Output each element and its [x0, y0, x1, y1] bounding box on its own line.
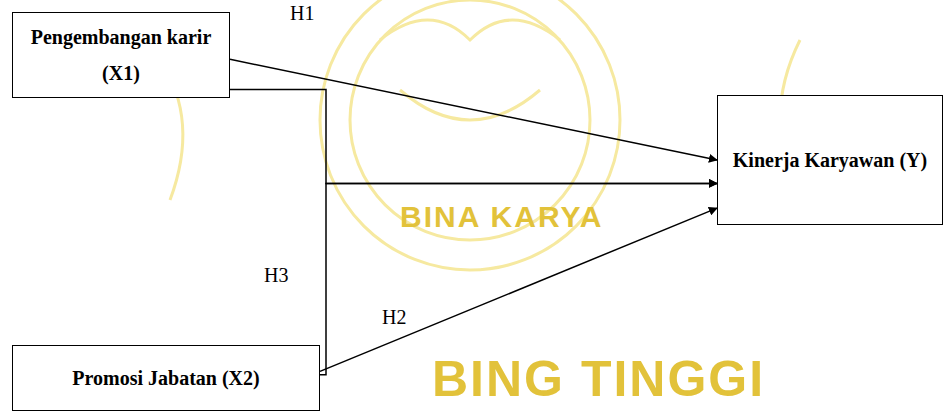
- hypothesis-label: H3: [262, 264, 290, 287]
- joint-effect-arrow: [230, 89, 717, 183]
- variable-box: Promosi Jabatan (X2): [12, 345, 320, 411]
- emblem-leaf: [400, 90, 540, 120]
- variable-name: Kinerja Karyawan (Y): [733, 142, 927, 178]
- variable-name: Pengembangan karir (X1): [27, 19, 215, 91]
- hypothesis-label: H2: [380, 306, 408, 329]
- outcome-box: Kinerja Karyawan (Y): [717, 95, 943, 225]
- watermark-emblem: [160, 0, 800, 270]
- emblem-ring: [320, 0, 620, 270]
- hypothesis-label: H1: [288, 2, 316, 25]
- variable-box: Pengembangan karir (X1): [12, 12, 230, 98]
- variable-name: Promosi Jabatan (X2): [72, 360, 259, 396]
- joint-effect-arrow: [320, 183, 717, 374]
- watermark-text: BINA KARYA: [400, 200, 603, 234]
- watermark-text: BING TINGGI: [432, 350, 765, 408]
- effect-arrow: [230, 59, 717, 160]
- emblem-leaf: [380, 20, 560, 40]
